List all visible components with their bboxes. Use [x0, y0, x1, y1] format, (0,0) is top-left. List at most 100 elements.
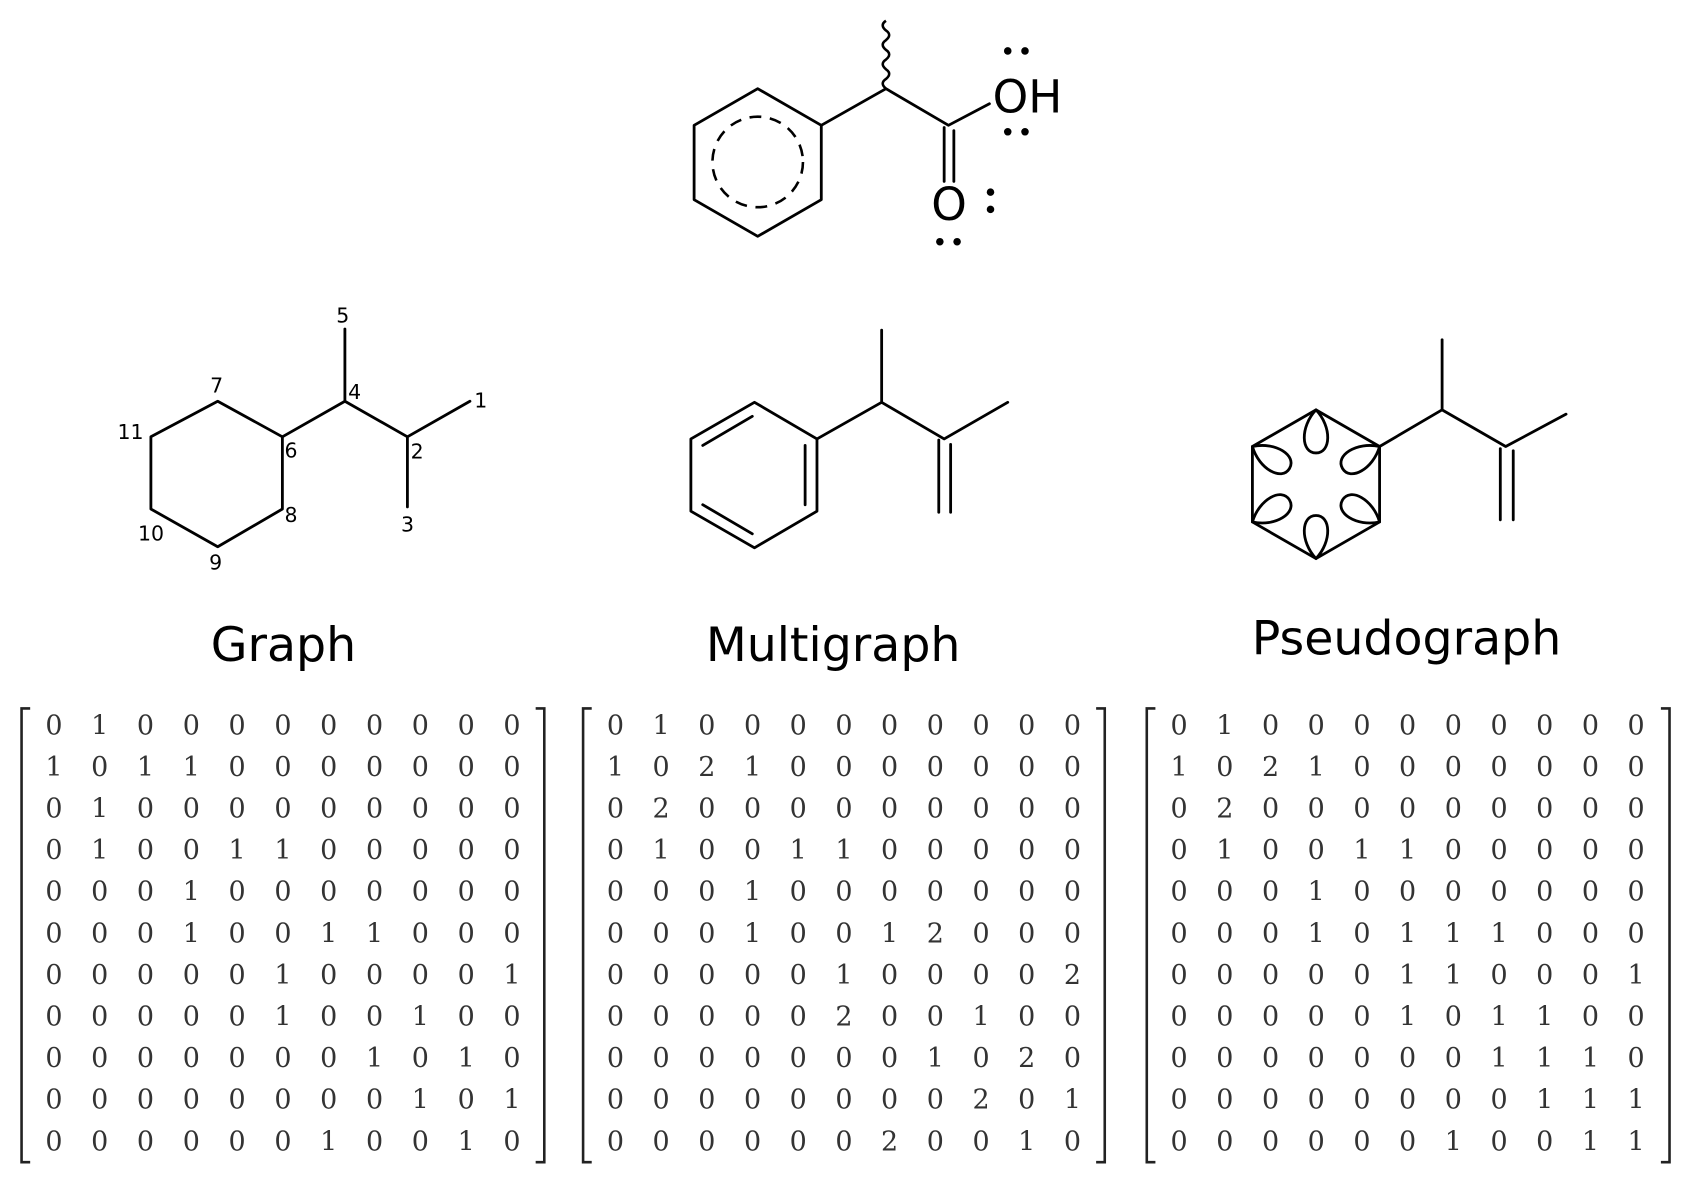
- matrix-cell: 0: [698, 918, 715, 949]
- matrix-cell: 0: [45, 1085, 62, 1116]
- matrix-cell: 0: [744, 960, 761, 991]
- matrix-cell: 0: [1628, 1043, 1645, 1074]
- lone-pair-dots: [936, 47, 1029, 246]
- matrix-cell: 0: [1445, 710, 1462, 741]
- matrix-cell: 0: [1308, 1126, 1325, 1157]
- matrix-cell: 0: [1399, 710, 1416, 741]
- matrix-cell: 0: [835, 793, 852, 824]
- matrix-cell: 0: [503, 1043, 520, 1074]
- pseudograph-title: Pseudograph: [1252, 612, 1562, 667]
- matrix-cell: 2: [835, 1001, 852, 1032]
- matrix-cell: 0: [1064, 710, 1081, 741]
- matrix-cell: 0: [1308, 1043, 1325, 1074]
- right-bracket: [535, 707, 546, 1164]
- matrix-cell: 1: [91, 793, 108, 824]
- matrix-cell: 0: [835, 1126, 852, 1157]
- matrix-cell: 0: [1262, 793, 1279, 824]
- matrix-cell: 0: [881, 835, 898, 866]
- matrix-cell: 0: [1171, 877, 1188, 908]
- matrix-cell: 1: [1399, 960, 1416, 991]
- matrix-cell: 0: [835, 1085, 852, 1116]
- matrix-cell: 1: [137, 752, 154, 783]
- matrix-cell: 0: [607, 710, 624, 741]
- matrix-cell: 2: [927, 918, 944, 949]
- matrix-cell: 0: [1018, 1085, 1035, 1116]
- matrix-cell: 0: [503, 877, 520, 908]
- matrix-cell: 0: [607, 793, 624, 824]
- matrix-cell: 1: [366, 1043, 383, 1074]
- matrix-cell: 0: [1536, 877, 1553, 908]
- matrix-cell: 1: [412, 1001, 429, 1032]
- matrix-cell: 0: [229, 710, 246, 741]
- matrix-cell: 0: [835, 877, 852, 908]
- matrix-cell: 0: [1018, 918, 1035, 949]
- atom-label-5: 5: [336, 304, 349, 328]
- matrix-cell: 1: [653, 710, 670, 741]
- matrix-cell: 0: [458, 918, 475, 949]
- matrix-cell: 0: [790, 877, 807, 908]
- matrix-cell: 0: [1628, 918, 1645, 949]
- matrix-cell: 0: [1018, 877, 1035, 908]
- left-bracket: [581, 707, 592, 1164]
- matrix-cell: 0: [881, 960, 898, 991]
- matrix-cell: 0: [1308, 960, 1325, 991]
- matrix-cell: 0: [1018, 710, 1035, 741]
- right-bracket: [1660, 707, 1671, 1164]
- matrix-cell: 0: [835, 1043, 852, 1074]
- matrix-cell: 0: [366, 710, 383, 741]
- matrix-cell: 0: [91, 752, 108, 783]
- matrix-cell: 1: [1308, 918, 1325, 949]
- atom-label-1: 1: [474, 389, 487, 413]
- matrix-cell: 0: [1353, 1001, 1370, 1032]
- matrix-cell: 0: [1171, 960, 1188, 991]
- matrix-cell: 0: [1171, 710, 1188, 741]
- matrix-cell: 0: [972, 1043, 989, 1074]
- matrix-cell: 0: [45, 1126, 62, 1157]
- matrix-cell: 0: [1353, 877, 1370, 908]
- matrix-cell: 1: [1018, 1126, 1035, 1157]
- matrix-cell: 0: [1399, 877, 1416, 908]
- matrix-cell: 1: [1445, 960, 1462, 991]
- pseudograph-molecule: [1251, 338, 1568, 560]
- matrix-cell: 0: [274, 752, 291, 783]
- matrix-cell: 0: [1536, 710, 1553, 741]
- matrix-cell: 0: [1353, 752, 1370, 783]
- matrix-cell: 0: [412, 1126, 429, 1157]
- matrix-cell: 0: [458, 1001, 475, 1032]
- matrix-cell: 0: [1308, 1001, 1325, 1032]
- matrix-cell: 1: [45, 752, 62, 783]
- matrix-cell: 0: [972, 918, 989, 949]
- matrix-cell: 0: [790, 1043, 807, 1074]
- matrix-cell: 0: [1216, 918, 1233, 949]
- matrix-cell: 0: [1216, 960, 1233, 991]
- matrix-cell: 0: [412, 960, 429, 991]
- matrix-cell: 0: [366, 1085, 383, 1116]
- matrix-cell: 0: [458, 752, 475, 783]
- matrix-cell: 0: [274, 1085, 291, 1116]
- matrix-cell: 0: [366, 1126, 383, 1157]
- matrix-cell: 0: [607, 960, 624, 991]
- matrix-cell: 0: [229, 1085, 246, 1116]
- matrix-cell: 0: [1445, 835, 1462, 866]
- matrix-cell: 0: [1582, 918, 1599, 949]
- matrix-cell: 1: [1171, 752, 1188, 783]
- matrix-cell: 0: [183, 793, 200, 824]
- matrix-cell: 0: [229, 960, 246, 991]
- left-bracket: [1145, 707, 1156, 1164]
- atom-label-10: 10: [138, 521, 164, 545]
- matrix-cell: 0: [1064, 877, 1081, 908]
- aromatic-dashed-circle: [711, 115, 805, 209]
- matrix-cell: 0: [1171, 793, 1188, 824]
- matrix-cell: 0: [458, 835, 475, 866]
- matrix-cell: 0: [790, 1001, 807, 1032]
- atom-label-2: 2: [411, 439, 424, 463]
- matrix-cell: 1: [274, 960, 291, 991]
- matrix-cell: 1: [744, 752, 761, 783]
- matrix-cell: 0: [1628, 877, 1645, 908]
- matrix-cell: 1: [1308, 877, 1325, 908]
- matrix-cell: 0: [744, 1001, 761, 1032]
- matrix-cell: 0: [653, 752, 670, 783]
- matrix-cell: 0: [1628, 1001, 1645, 1032]
- matrix-cell: 1: [274, 1001, 291, 1032]
